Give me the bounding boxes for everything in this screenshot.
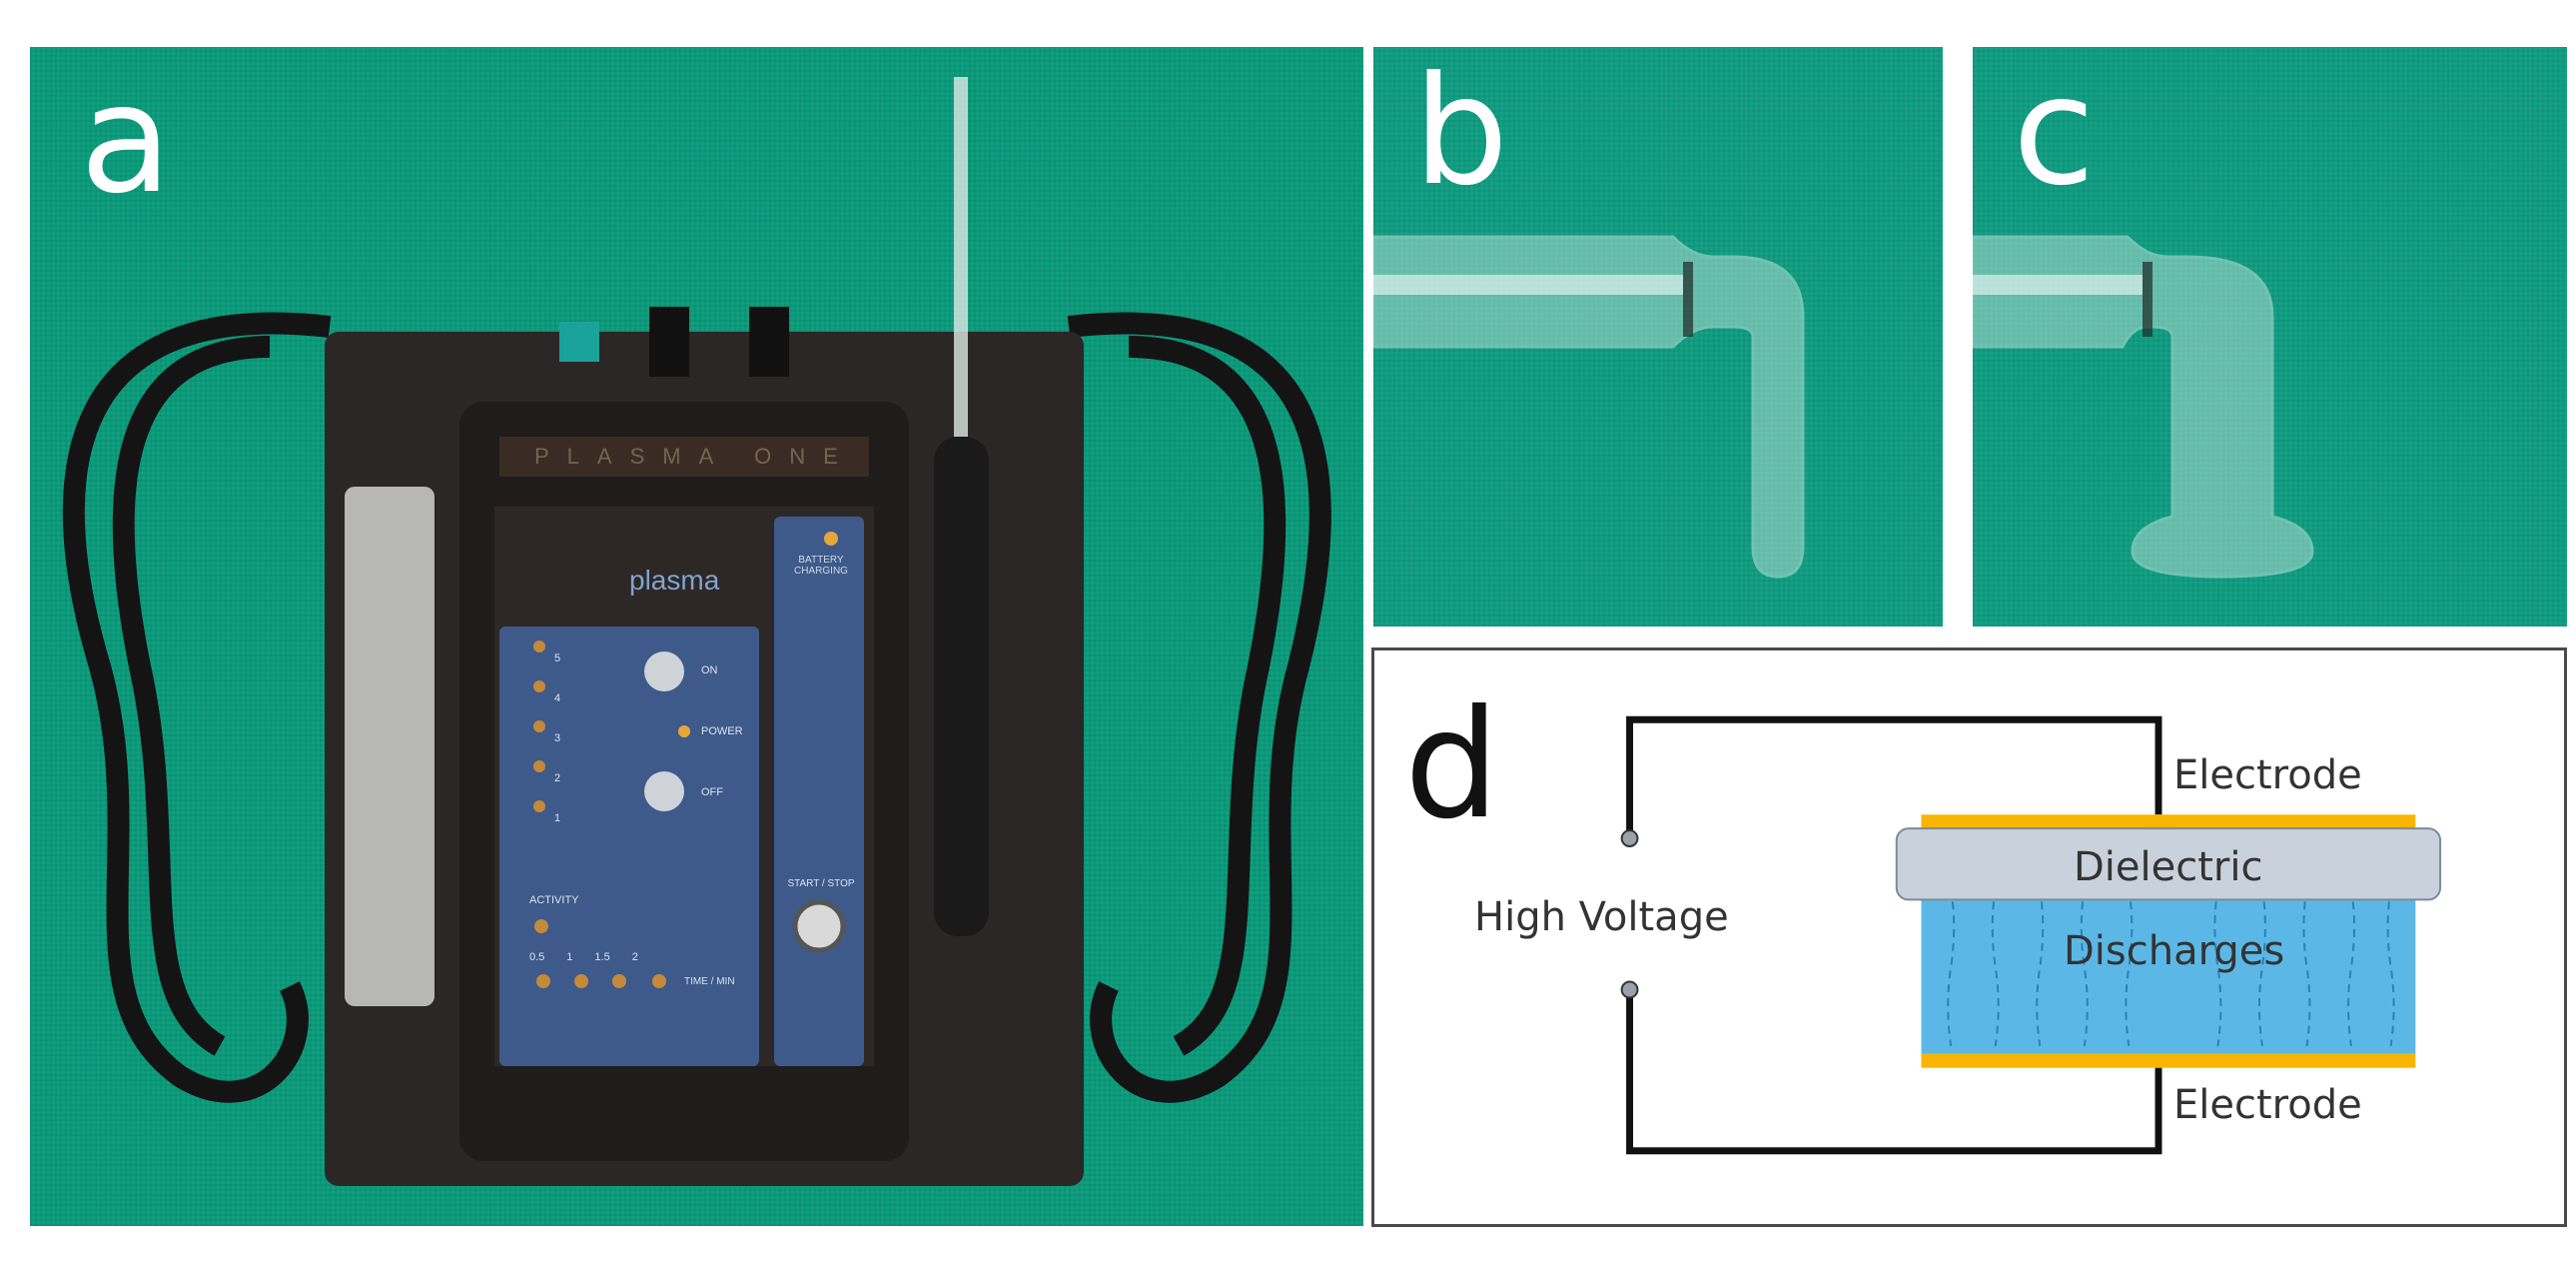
bottom-wire: [1626, 994, 2162, 1155]
panel-letter-a: a: [80, 53, 172, 227]
teal-connector: [559, 322, 599, 362]
glass-tube-b: [1373, 235, 1805, 579]
dbd-circuit-diagram: [1620, 715, 2442, 1155]
level-2: 2: [554, 772, 561, 784]
panel-d-dbd-diagram: d Electrode Dielectric High Voltage Disc…: [1371, 647, 2567, 1227]
electrode-bottom-label: Electrode: [2173, 1082, 2362, 1128]
cloth-texture: [1973, 47, 2567, 627]
top-electrode: [1921, 814, 2416, 829]
device-brand-strip: PLASMA ONE: [534, 444, 856, 469]
dielectric-label: Dielectric: [2074, 844, 2263, 890]
level-4: 4: [554, 692, 561, 704]
panel-letter-c: c: [2013, 47, 2096, 219]
electrode-top-label: Electrode: [2173, 752, 2362, 798]
control-panel-left: [499, 627, 759, 1066]
dielectric-layer: [1895, 827, 2442, 901]
high-voltage-label: High Voltage: [1474, 894, 1729, 940]
start-stop-button: [792, 899, 846, 953]
level-3: 3: [554, 732, 561, 744]
discharges-label: Discharges: [2064, 928, 2285, 974]
time-value-1: 1: [566, 951, 573, 963]
power-led: [678, 725, 690, 737]
black-connector-1: [649, 307, 689, 377]
battery-led: [824, 532, 838, 546]
panel-b-glass-electrode-photo: b: [1373, 47, 1943, 627]
silver-cylinder: [345, 487, 434, 1006]
power-level-labels: 5 4 3 2 1: [554, 638, 560, 838]
device-logo-text: plasma: [629, 565, 720, 596]
cloth-texture: [1373, 47, 1943, 627]
activity-led: [534, 919, 548, 933]
level-1: 1: [554, 812, 561, 824]
device-photo-illustration: [62, 77, 1331, 1186]
time-values: 0.5 1 1.5 2: [529, 951, 638, 963]
up-button: [644, 651, 684, 691]
black-connector-2: [749, 307, 789, 377]
level-5: 5: [554, 652, 561, 664]
glass-electrode-b-illustration: [1373, 235, 1805, 579]
level-leds: [533, 640, 545, 812]
power-label: POWER: [701, 725, 743, 737]
control-panel-right: [774, 517, 864, 1066]
panel-a-device-photo: PLASMA ONE plasma BATTERY CHARGING ON PO…: [30, 47, 1363, 1226]
down-button: [644, 771, 684, 811]
panel-letter-b: b: [1413, 47, 1509, 219]
start-stop-label: START / STOP: [787, 878, 855, 889]
off-label: OFF: [701, 786, 723, 798]
top-terminal: [1620, 829, 1639, 847]
activity-label: ACTIVITY: [529, 894, 579, 906]
handpiece: [934, 437, 989, 936]
glass-electrode-c-illustration: [1973, 235, 2314, 579]
panel-c-glass-electrode-photo: c: [1973, 47, 2567, 627]
glass-probe: [954, 77, 968, 437]
time-value-0-5: 0.5: [529, 951, 545, 963]
panel-letter-d: d: [1404, 678, 1500, 852]
time-value-1-5: 1.5: [594, 951, 610, 963]
left-coiled-cable: [62, 312, 332, 1103]
battery-charging-label: BATTERY CHARGING: [794, 555, 848, 577]
top-wire: [1626, 715, 2162, 834]
time-leds: [536, 974, 666, 988]
bottom-electrode: [1921, 1053, 2416, 1068]
right-coiled-cable: [1067, 312, 1331, 1103]
time-label: TIME / MIN: [684, 976, 735, 987]
on-label: ON: [701, 664, 718, 676]
bottom-terminal: [1620, 980, 1639, 999]
brand-strip: [499, 437, 869, 477]
time-value-2: 2: [631, 951, 638, 963]
glass-tube-c: [1973, 235, 2314, 579]
